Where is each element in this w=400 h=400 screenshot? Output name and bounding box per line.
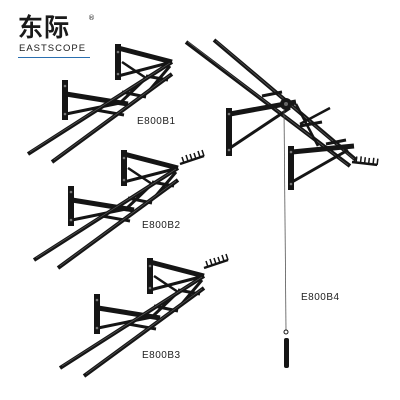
brand-logo: 东际 ® EASTSCOPE: [18, 14, 96, 60]
brand-underline: [18, 57, 90, 58]
brand-name-chinese: 东际: [18, 13, 71, 42]
product-e800b4-rack: [184, 38, 381, 368]
product-label-e800b2: E800B2: [142, 220, 181, 231]
product-e800b2-rack: [34, 150, 206, 268]
product-label-e800b4: E800B4: [301, 292, 340, 303]
registered-mark: ®: [88, 14, 95, 22]
product-label-e800b1: E800B1: [137, 116, 176, 127]
product-e800b1-rack: [28, 44, 172, 162]
product-label-e800b3: E800B3: [142, 350, 181, 361]
brand-name-english: EASTSCOPE: [19, 43, 87, 54]
